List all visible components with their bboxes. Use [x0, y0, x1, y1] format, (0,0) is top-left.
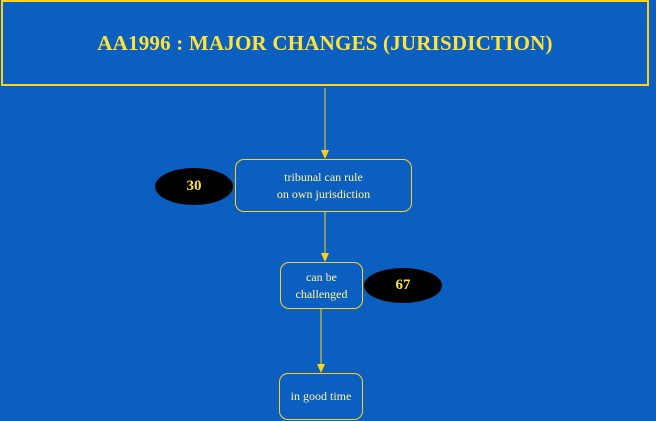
- node-label: in good time: [290, 389, 352, 403]
- section-badge: 30: [155, 168, 233, 205]
- node-in-good-time: in good time: [279, 373, 363, 420]
- arrowhead-node-2: [321, 253, 329, 262]
- arrowhead-node-3: [317, 364, 325, 373]
- node-can-be-challenged: can be challenged: [280, 262, 363, 309]
- node-label: tribunal can rule on own jurisdiction: [276, 169, 371, 201]
- node-tribunal-rule: tribunal can rule on own jurisdiction: [235, 159, 412, 212]
- badge-label: 30: [186, 178, 202, 194]
- section-badge: 67: [364, 268, 442, 303]
- arrowhead-node-1: [321, 150, 329, 159]
- diagram-title: AA1996 : MAJOR CHANGES (JURISDICTION): [97, 30, 553, 55]
- node-label: can be challenged: [295, 269, 348, 301]
- badge-label: 67: [395, 277, 411, 293]
- title-box: AA1996 : MAJOR CHANGES (JURISDICTION): [1, 0, 649, 86]
